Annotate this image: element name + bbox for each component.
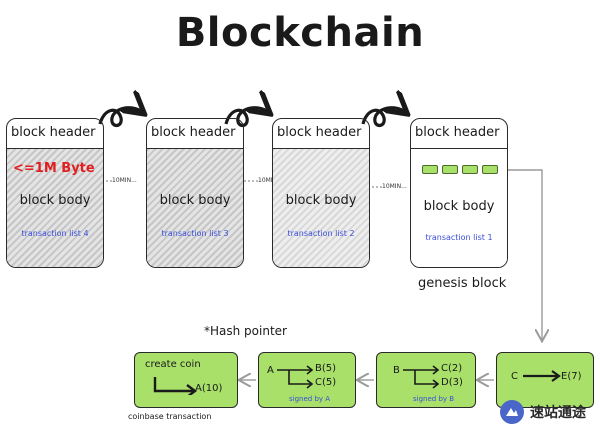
tx-chip xyxy=(422,165,438,174)
tx-chip xyxy=(482,165,498,174)
split-arrow-icon xyxy=(277,365,314,389)
block-size-note: <=1M Byte xyxy=(13,161,95,176)
block-4: block header <=1M Byte block body transa… xyxy=(6,118,104,268)
genesis-link-line xyxy=(498,169,542,340)
coinbase-caption: coinbase transaction xyxy=(128,412,212,421)
pointer-arrow-1 xyxy=(98,108,142,128)
transaction-b: B C(2) D(3) signed by B xyxy=(376,352,476,408)
block-body-label: block body xyxy=(159,193,231,208)
arrow-icon xyxy=(523,370,561,382)
pointer-arrow-3 xyxy=(361,108,405,128)
arrow-icon xyxy=(153,377,197,395)
transaction-c: C E(7) xyxy=(496,352,594,408)
hash-pointer-label: *Hash pointer xyxy=(204,324,287,338)
create-coin-label: create coin xyxy=(145,359,201,370)
block-body-label: block body xyxy=(19,193,91,208)
interval-label: 10MIN... xyxy=(112,177,137,184)
tx-input: B xyxy=(393,365,400,376)
tx-output: C(5) xyxy=(315,377,337,388)
transaction-list-label: transaction list 2 xyxy=(287,229,355,238)
tx-output: E(7) xyxy=(561,371,582,382)
diagram-title: Blockchain xyxy=(175,10,425,56)
transaction-list-label: transaction list 4 xyxy=(21,229,89,238)
logo-icon xyxy=(500,400,524,424)
signature-label: signed by B xyxy=(413,395,455,403)
interval-label: 10MIN... xyxy=(382,183,407,190)
coin-output: A(10) xyxy=(195,383,223,394)
transaction-list-label: transaction list 3 xyxy=(161,229,229,238)
watermark-text: 速站通途 xyxy=(530,405,586,421)
transaction-list-label: transaction list 1 xyxy=(425,233,493,242)
transaction-coinbase: create coin A(10) xyxy=(134,352,238,408)
block-1-genesis: block header block body transaction list… xyxy=(410,118,508,268)
tx-output: C(2) xyxy=(441,363,463,374)
block-2: block header block body transaction list… xyxy=(272,118,370,268)
block-body-label: block body xyxy=(423,199,495,214)
block-header: block header xyxy=(273,119,369,149)
block-header: block header xyxy=(411,119,507,149)
tx-output: D(3) xyxy=(441,377,463,388)
tx-input: A xyxy=(267,365,274,376)
interval-label: 10MIN... xyxy=(258,177,283,184)
split-arrow-icon xyxy=(403,365,440,389)
transaction-a: A B(5) C(5) signed by A xyxy=(258,352,356,408)
tx-chip xyxy=(462,165,478,174)
block-header: block header xyxy=(7,119,103,149)
watermark-logo: 速站通途 xyxy=(500,400,586,424)
genesis-block-label: genesis block xyxy=(418,276,507,291)
tx-chip xyxy=(442,165,458,174)
block-3: block header block body transaction list… xyxy=(146,118,244,268)
block-body-label: block body xyxy=(285,193,357,208)
block-header: block header xyxy=(147,119,243,149)
tx-output: B(5) xyxy=(315,363,337,374)
signature-label: signed by A xyxy=(289,395,331,403)
tx-input: C xyxy=(511,371,518,382)
